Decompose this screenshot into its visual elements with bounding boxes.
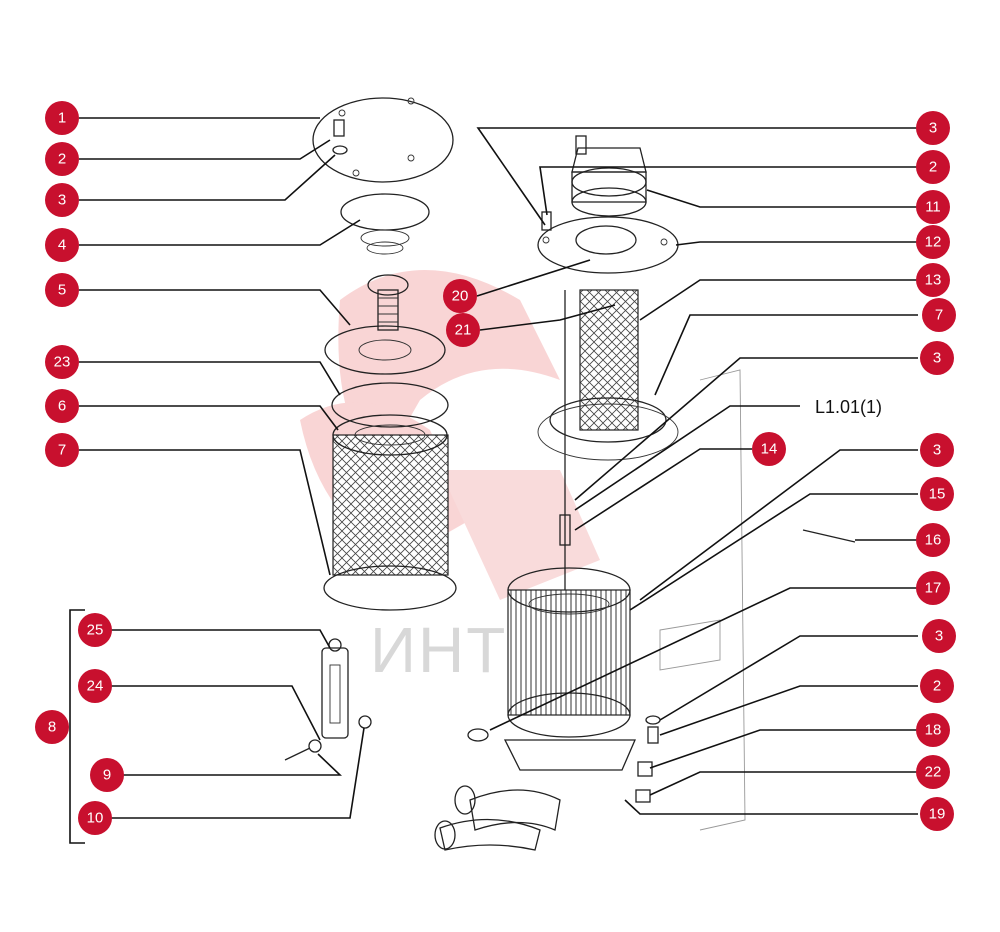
callout-24: 24 bbox=[78, 669, 112, 703]
callout-21: 21 bbox=[446, 313, 480, 347]
svg-text:12: 12 bbox=[925, 234, 942, 251]
washer bbox=[332, 145, 348, 155]
svg-text:4: 4 bbox=[58, 237, 66, 254]
callout-10: 10 bbox=[78, 801, 112, 835]
svg-text:2: 2 bbox=[58, 151, 66, 168]
sight-glass bbox=[321, 647, 349, 739]
callout-3: 3 bbox=[45, 183, 79, 217]
svg-text:2: 2 bbox=[933, 678, 941, 695]
svg-text:15: 15 bbox=[929, 486, 946, 503]
svg-text:1: 1 bbox=[58, 110, 66, 127]
svg-text:3: 3 bbox=[929, 120, 937, 137]
o-ring-small bbox=[358, 715, 372, 729]
group-bracket bbox=[69, 609, 85, 844]
right-filter-assembly bbox=[434, 135, 856, 851]
svg-text:16: 16 bbox=[925, 532, 942, 549]
svg-text:2: 2 bbox=[929, 159, 937, 176]
cover-plate bbox=[312, 97, 454, 183]
svg-text:3: 3 bbox=[935, 628, 943, 645]
svg-text:24: 24 bbox=[87, 678, 104, 695]
svg-text:22: 22 bbox=[925, 764, 942, 781]
callout-15: 15 bbox=[920, 477, 954, 511]
svg-text:25: 25 bbox=[87, 622, 104, 639]
leader-lines bbox=[79, 117, 918, 819]
svg-text:17: 17 bbox=[925, 580, 942, 597]
pleated-filter-element bbox=[507, 589, 631, 716]
callout-7: 7 bbox=[922, 298, 956, 332]
svg-text:20: 20 bbox=[452, 288, 469, 305]
svg-text:7: 7 bbox=[58, 442, 66, 459]
callout-1: 1 bbox=[45, 101, 79, 135]
outlet-pipe bbox=[469, 789, 561, 831]
callout-8: 8 bbox=[35, 710, 69, 744]
callout-2: 2 bbox=[45, 142, 79, 176]
housing-base bbox=[503, 739, 636, 771]
svg-text:10: 10 bbox=[87, 810, 104, 827]
reference-label: L1.01(1) bbox=[815, 397, 882, 417]
callout-9: 9 bbox=[90, 758, 124, 792]
washer bbox=[467, 728, 489, 742]
svg-text:9: 9 bbox=[103, 767, 111, 784]
callout-7: 7 bbox=[45, 433, 79, 467]
mesh-filter-element bbox=[332, 434, 449, 576]
callout-3: 3 bbox=[920, 433, 954, 467]
callout-11: 11 bbox=[916, 190, 950, 224]
callout-5: 5 bbox=[45, 273, 79, 307]
svg-text:21: 21 bbox=[455, 322, 472, 339]
callout-23: 23 bbox=[45, 345, 79, 379]
callout-3: 3 bbox=[922, 619, 956, 653]
screw bbox=[284, 747, 311, 761]
callout-6: 6 bbox=[45, 389, 79, 423]
svg-text:19: 19 bbox=[929, 806, 946, 823]
svg-text:14: 14 bbox=[761, 441, 778, 458]
callout-16: 16 bbox=[916, 523, 950, 557]
callout-17: 17 bbox=[916, 571, 950, 605]
callout-18: 18 bbox=[916, 713, 950, 747]
callout-2: 2 bbox=[916, 150, 950, 184]
flange bbox=[324, 325, 446, 375]
callout-13: 13 bbox=[916, 263, 950, 297]
spring bbox=[559, 514, 571, 546]
callout-4: 4 bbox=[45, 228, 79, 262]
callout-14: 14 bbox=[752, 432, 786, 466]
svg-text:6: 6 bbox=[58, 398, 66, 415]
svg-text:5: 5 bbox=[58, 282, 66, 299]
bolt bbox=[333, 119, 345, 137]
valve bbox=[367, 274, 409, 296]
svg-text:13: 13 bbox=[925, 272, 942, 289]
callout-20: 20 bbox=[443, 279, 477, 313]
svg-text:8: 8 bbox=[48, 719, 56, 736]
svg-text:3: 3 bbox=[933, 350, 941, 367]
svg-text:3: 3 bbox=[58, 192, 66, 209]
tube-filter-element bbox=[579, 289, 639, 431]
o-ring bbox=[549, 397, 667, 443]
svg-text:18: 18 bbox=[925, 722, 942, 739]
seal-ring bbox=[340, 193, 430, 231]
callout-22: 22 bbox=[916, 755, 950, 789]
sight-glass-group bbox=[69, 609, 372, 844]
svg-text:3: 3 bbox=[933, 442, 941, 459]
svg-text:7: 7 bbox=[935, 307, 943, 324]
callout-3: 3 bbox=[916, 111, 950, 145]
callout-25: 25 bbox=[78, 613, 112, 647]
callout-12: 12 bbox=[916, 225, 950, 259]
left-filter-assembly bbox=[312, 97, 457, 611]
o-ring bbox=[331, 382, 449, 428]
callout-2: 2 bbox=[920, 669, 954, 703]
callout-19: 19 bbox=[920, 797, 954, 831]
svg-text:11: 11 bbox=[925, 199, 941, 216]
callout-3: 3 bbox=[920, 341, 954, 375]
pin bbox=[802, 529, 856, 543]
svg-text:23: 23 bbox=[54, 354, 71, 371]
